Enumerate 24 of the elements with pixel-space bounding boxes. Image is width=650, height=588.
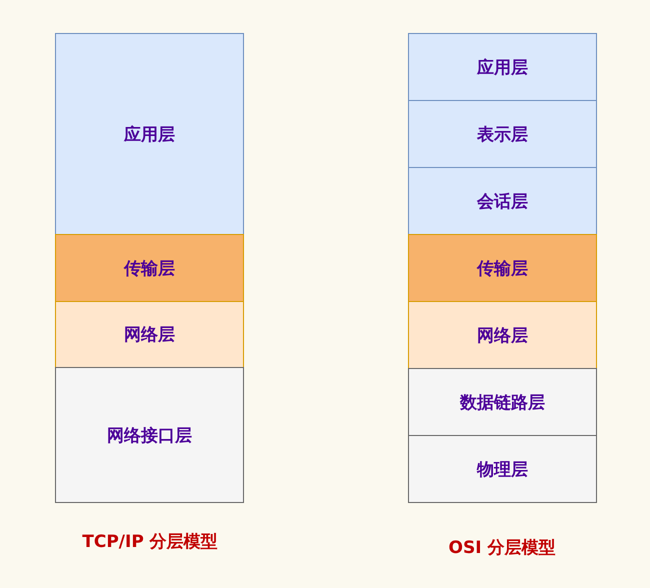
layer-label: 传输层: [124, 258, 175, 280]
layer-label: 数据链路层: [460, 392, 545, 414]
layer-box: [55, 301, 244, 368]
layer-box: [408, 100, 597, 168]
layer-box: [55, 234, 244, 302]
layer-box: [408, 368, 597, 436]
layer-label: 应用层: [124, 124, 175, 146]
layer-box: [408, 234, 597, 302]
model-caption: OSI 分层模型: [448, 537, 556, 559]
layer-label: 会话层: [477, 190, 528, 212]
layer-label: 应用层: [477, 56, 528, 78]
layer-box: [55, 367, 244, 503]
layer-label: 传输层: [477, 258, 528, 280]
layer-box: [408, 301, 597, 369]
layer-label: 网络层: [124, 324, 175, 346]
layer-box: [55, 33, 244, 235]
layer-box: [408, 167, 597, 235]
layer-label: 表示层: [477, 124, 528, 146]
layer-box: [408, 33, 597, 101]
layer-box: [408, 435, 597, 503]
model-caption: TCP/IP 分层模型: [82, 531, 218, 553]
layer-label: 物理层: [477, 458, 528, 480]
layer-label: 网络层: [477, 324, 528, 346]
layer-label: 网络接口层: [107, 424, 192, 446]
